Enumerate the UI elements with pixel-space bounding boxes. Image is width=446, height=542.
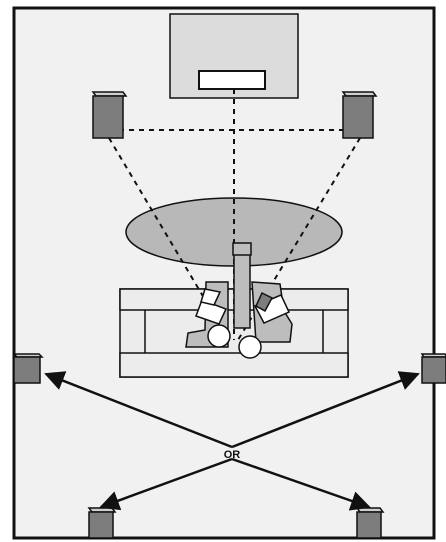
center-speaker-icon bbox=[198, 70, 266, 90]
listener-icon bbox=[185, 242, 293, 359]
side-left-speaker-icon bbox=[12, 353, 44, 384]
listening-triangle-lines bbox=[108, 89, 361, 341]
front-right-speaker-icon bbox=[341, 91, 378, 139]
surround-option-arrows bbox=[44, 371, 420, 511]
front-left-speaker-icon bbox=[91, 91, 128, 139]
or-label: OR bbox=[224, 449, 241, 461]
rear-right-speaker-icon bbox=[355, 507, 385, 539]
side-right-speaker-icon bbox=[420, 353, 446, 384]
rear-left-speaker-icon bbox=[87, 507, 117, 539]
